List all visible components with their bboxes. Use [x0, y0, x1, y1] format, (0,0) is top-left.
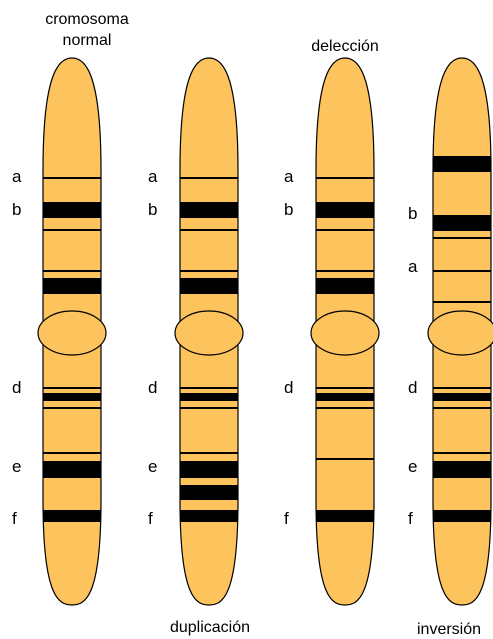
centromere	[175, 311, 243, 355]
band-label: d	[148, 378, 157, 397]
title-normal-line1: cromosoma	[45, 11, 129, 28]
band-label: f	[12, 509, 17, 528]
band-label: f	[284, 509, 289, 528]
band-label: a	[284, 167, 294, 186]
centromere	[428, 311, 493, 355]
band-label: e	[12, 457, 21, 476]
chromosome-duplication: a b d e f	[148, 58, 243, 605]
band-label: a	[148, 167, 158, 186]
band-label: b	[148, 200, 157, 219]
centromere	[38, 311, 106, 355]
title-inversion: inversión	[417, 621, 481, 638]
centromere	[311, 311, 379, 355]
band-label: f	[408, 509, 413, 528]
chromosome-deletion: a b d f	[284, 58, 379, 605]
band-label: a	[408, 257, 418, 276]
band-label: b	[12, 200, 21, 219]
title-duplication: duplicación	[170, 619, 250, 636]
band-label: f	[148, 509, 153, 528]
band-label: e	[408, 457, 417, 476]
title-deletion: delección	[311, 38, 379, 55]
band-label: d	[408, 378, 417, 397]
band-label: b	[408, 204, 417, 223]
band-label: e	[148, 457, 157, 476]
band-label: d	[12, 378, 21, 397]
band-label: a	[12, 167, 22, 186]
band-label: b	[284, 200, 293, 219]
chromosome-normal: a b d e f	[12, 58, 106, 605]
title-normal-line2: normal	[63, 32, 112, 49]
chromosome-inversion: b a d e f	[408, 58, 493, 605]
band-label: d	[284, 378, 293, 397]
